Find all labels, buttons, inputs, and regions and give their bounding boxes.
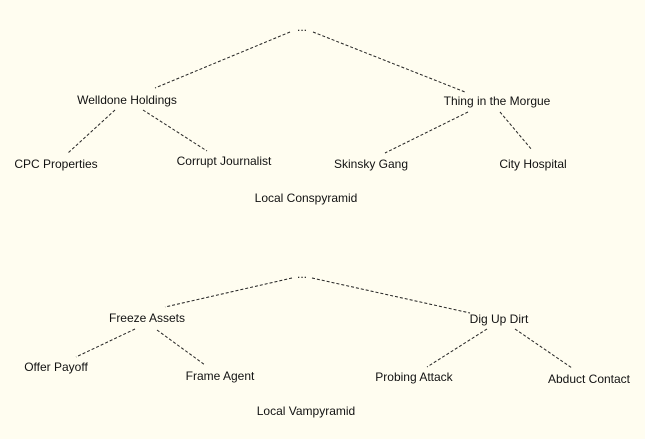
caption-vampyramid: Local Vampyramid: [257, 404, 355, 418]
node-frame-agent: Frame Agent: [186, 369, 255, 383]
node-corrupt-journalist: Corrupt Journalist: [177, 154, 272, 168]
edge: [384, 111, 469, 154]
node-cpc-properties: CPC Properties: [14, 157, 97, 171]
node-freeze-assets: Freeze Assets: [109, 311, 185, 325]
root-node: ...: [297, 20, 307, 34]
node-dig-up-dirt: Dig Up Dirt: [470, 312, 529, 326]
edge: [499, 111, 533, 151]
edge: [426, 328, 488, 368]
edge: [311, 277, 471, 314]
caption-conspyramid: Local Conspyramid: [255, 191, 358, 205]
edge: [156, 329, 206, 366]
vampyramid-tree: ... Freeze Assets Dig Up Dirt Offer Payo…: [24, 267, 630, 418]
edge: [67, 109, 116, 154]
edge: [154, 31, 291, 89]
conspyramid-tree: ... Welldone Holdings Thing in the Morgu…: [14, 20, 566, 205]
edge: [142, 109, 208, 152]
node-welldone-holdings: Welldone Holdings: [77, 93, 177, 107]
edge: [312, 31, 466, 93]
node-thing-in-the-morgue: Thing in the Morgue: [444, 94, 551, 108]
node-probing-attack: Probing Attack: [375, 370, 453, 384]
edge: [75, 328, 136, 358]
node-offer-payoff: Offer Payoff: [24, 360, 88, 374]
root-node: ...: [297, 267, 307, 281]
edge: [164, 277, 293, 308]
edge: [514, 328, 573, 369]
node-abduct-contact: Abduct Contact: [548, 372, 631, 386]
node-city-hospital: City Hospital: [499, 157, 566, 171]
node-skinsky-gang: Skinsky Gang: [334, 157, 408, 171]
